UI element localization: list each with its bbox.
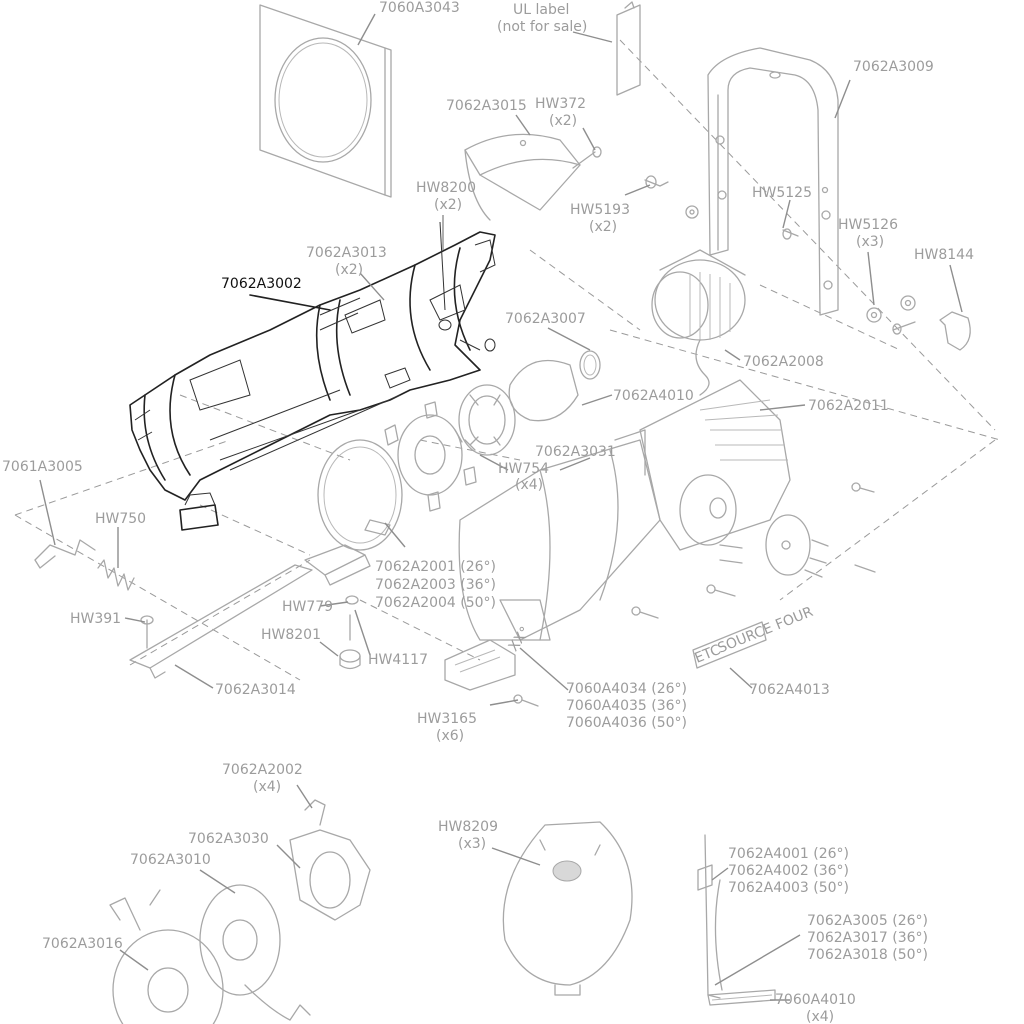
callout-HW8200: HW8200 [416,180,476,196]
callout-7062A4001: 7062A4001 (26°) [728,846,849,862]
callout-HW5126-qty: (x3) [856,234,884,250]
callout-HW3165: HW3165 [417,711,477,727]
shutter-assembly [454,384,516,456]
callout-ul-label-note: (not for sale) [497,19,587,35]
callout-7060A4010: 7060A4010 [775,992,856,1008]
callout-7062A4002: 7062A4002 (36°) [728,863,849,879]
callout-HW4117: HW4117 [368,652,428,668]
callout-HW8209: HW8209 [438,819,498,835]
callout-7062A3005: 7062A3005 (26°) [807,913,928,929]
cover-7062A3015 [464,133,581,221]
callout-HW750: HW750 [95,511,146,527]
callout-7062A4013: 7062A4013 [749,682,830,698]
lamp-housing-7062A2011 [639,379,875,551]
lens-7062A2001 [317,439,403,551]
callout-7062A3007: 7062A3007 [505,311,586,327]
callout-7062A2008: 7062A2008 [743,354,824,370]
callout-labels: 7060A3043 UL label (not for sale) 7062A3… [2,0,974,1024]
callout-HW5193: HW5193 [570,202,630,218]
callout-HW754: HW754 [498,461,549,477]
yoke-7062A3009 [707,47,839,316]
screw-HW5193 [644,175,699,219]
callout-HW8201: HW8201 [261,627,321,643]
part-7062A2008 [651,249,746,396]
callout-7062A3015: 7062A3015 [446,98,527,114]
callout-HW8200-qty: (x2) [434,197,462,213]
yoke-hardware [782,228,971,351]
spring-HW750 [97,559,135,591]
callout-7062A4003: 7062A4003 (50°) [728,880,849,896]
callout-HW779: HW779 [282,599,333,615]
callout-7062A2002: 7062A2002 [222,762,303,778]
callout-HW3165-qty: (x6) [436,728,464,744]
screw-HW8200 [439,221,446,311]
callout-HW5126: HW5126 [838,217,898,233]
color-frame-7060A3043 [259,4,392,198]
badge-7062A4013: ETC SOURCE FOUR [692,604,816,669]
handle-7061A3005 [34,539,96,569]
component-7062A4001 [697,834,776,1006]
callout-7062A2001: 7062A2001 (26°) [375,559,496,575]
callout-7062A3030: 7062A3030 [188,831,269,847]
callout-HW754-qty: (x4) [515,477,543,493]
callout-ul-label: UL label [513,2,569,18]
leader-lines [39,13,963,1001]
callout-7060A4034: 7060A4034 (26°) [566,681,687,697]
callout-HW5193-qty: (x2) [589,219,617,235]
badge-text: SOURCE FOUR [716,604,816,657]
callout-7062A3014: 7062A3014 [215,682,296,698]
callout-7062A3031: 7062A3031 [535,444,616,460]
assembly-guide-lines [14,39,1001,681]
callout-HW391: HW391 [70,611,121,627]
callout-HW372-qty: (x2) [549,113,577,129]
gate-plate [384,401,477,512]
callout-7062A3010: 7062A3010 [130,852,211,868]
callout-7062A2004: 7062A2004 (50°) [375,595,496,611]
body-casting-7062A3002 [129,231,496,531]
callout-7062A3013: 7062A3013 [306,245,387,261]
callout-7062A2003: 7062A2003 (36°) [375,577,496,593]
reflector-7062A3007 [508,350,601,422]
callout-HW8209-qty: (x3) [458,836,486,852]
callout-HW372: HW372 [535,96,586,112]
callout-7062A4010: 7062A4010 [613,388,694,404]
shutter-7062A3030 [289,799,371,921]
callout-7062A3002: 7062A3002 [221,276,302,292]
callout-7060A4035: 7060A4035 (36°) [566,698,687,714]
callout-7061A3005: 7061A3005 [2,459,83,475]
callout-7060A4010-qty: (x4) [806,1009,834,1024]
callout-7060A4036: 7060A4036 (50°) [566,715,687,731]
callout-7062A3009: 7062A3009 [853,59,934,75]
lens-tube-mark: XX° [506,624,534,655]
callout-7062A2002-qty: (x4) [253,779,281,795]
shutter-7062A3010 [199,884,311,1021]
callout-7062A3016: 7062A3016 [42,936,123,952]
callout-7062A3013-qty: (x2) [335,262,363,278]
callout-7060A3043: 7060A3043 [379,0,460,16]
callout-HW5125: HW5125 [752,185,812,201]
callout-7062A2011: 7062A2011 [808,398,889,414]
bracket-hw779 [304,544,371,670]
ul-label [616,1,641,96]
back-plate [719,514,876,578]
strip-7062A3014 [129,564,313,679]
callout-HW8144: HW8144 [914,247,974,263]
callout-7062A3018: 7062A3018 (50°) [807,947,928,963]
center-screws [513,584,736,707]
screw-HW372 [572,146,602,169]
shutter-plate-HW8209 [502,821,633,996]
callout-7062A3017: 7062A3017 (36°) [807,930,928,946]
